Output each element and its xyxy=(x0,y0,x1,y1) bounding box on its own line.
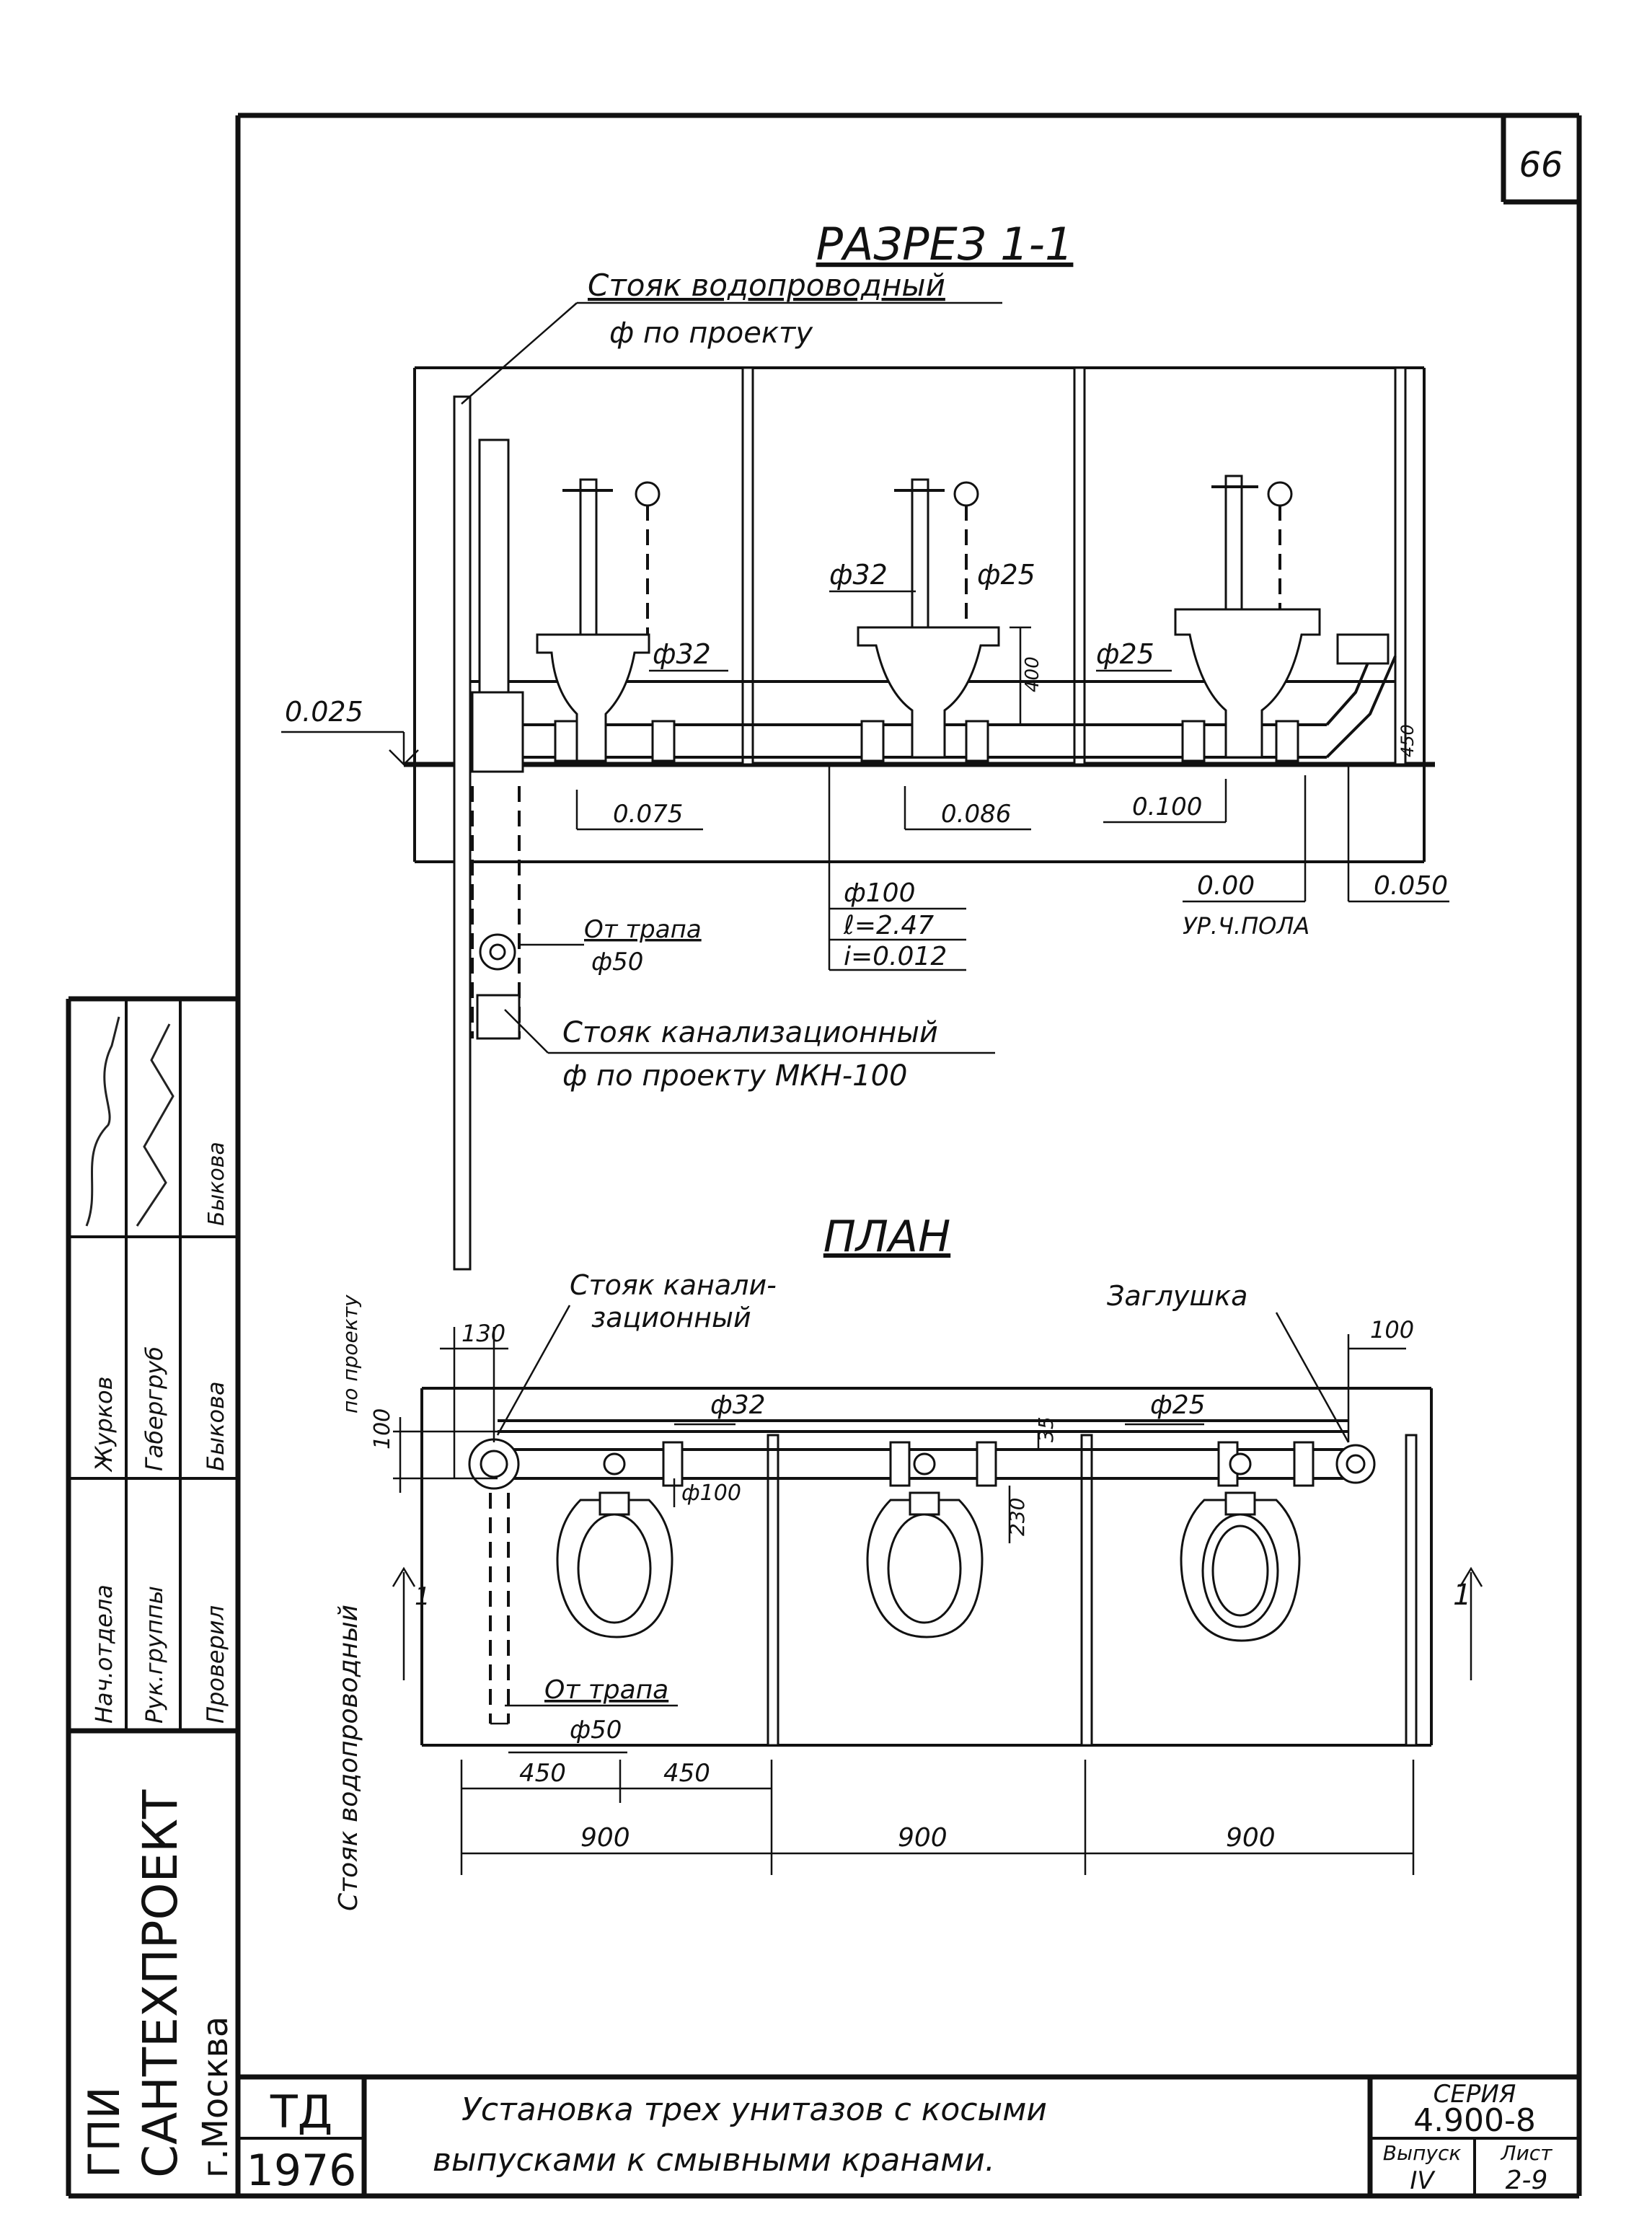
name-bykova: Быкова xyxy=(202,1381,229,1471)
dimension-450-label: 450 xyxy=(1397,724,1418,757)
pipe-d25-label: ф25 xyxy=(977,559,1035,591)
org-line1: ГПИ xyxy=(79,2086,130,2178)
toilet-section-1 xyxy=(536,478,661,762)
plan-drain-diameter: ф50 xyxy=(570,1716,622,1744)
pipe-d25-mid-label: ф25 xyxy=(1096,638,1154,670)
toilet-section-3 xyxy=(1174,475,1321,759)
section-title: РАЗРЕЗ 1-1 xyxy=(816,218,1074,270)
water-main-plan xyxy=(498,1419,1348,1487)
name-gabergrub: Габергруб xyxy=(141,1346,168,1471)
dim-900-3: 900 xyxy=(1226,1823,1276,1853)
issue-label: Выпуск xyxy=(1383,2141,1462,2165)
drain-label: От трапа xyxy=(584,915,702,944)
role-department-head: Нач.отдела xyxy=(90,1584,118,1724)
series-label: СЕРИЯ xyxy=(1434,2080,1516,2109)
floor-level: 0.00 xyxy=(1197,871,1255,901)
level-2: 0.086 xyxy=(941,800,1011,829)
pipe-d32-mid-label: ф32 xyxy=(653,638,711,670)
dim-900-1: 900 xyxy=(580,1823,630,1853)
water-riser-label: Стояк водопроводный xyxy=(588,268,945,303)
pipe-d32-label: ф32 xyxy=(829,559,888,591)
section-leaders xyxy=(281,301,1449,1054)
level-3: 0.100 xyxy=(1132,793,1202,821)
plan-leaders xyxy=(392,1305,1483,1875)
sheet-label: Лист xyxy=(1501,2141,1553,2165)
toilet-section-2 xyxy=(857,478,1000,759)
level-right: 0.050 xyxy=(1374,871,1448,901)
sewer-riser-section xyxy=(471,691,524,1040)
sheet-number: 66 xyxy=(1519,145,1563,185)
plan-pipe-d100: ф100 xyxy=(681,1481,741,1506)
dim-450-right: 450 xyxy=(663,1759,710,1788)
plan-pipe-d32: ф32 xyxy=(710,1390,766,1420)
signatures xyxy=(85,1016,175,1227)
dim-900-2: 900 xyxy=(898,1823,948,1853)
main-length: ℓ=2.47 xyxy=(843,911,934,940)
toilet-plan-3 xyxy=(1180,1452,1301,1642)
org-line3: г.Москва xyxy=(195,2016,236,2178)
year-label: 1976 xyxy=(247,2145,357,2196)
signature-bykova: Быкова xyxy=(204,1142,229,1226)
td-label: ТД xyxy=(270,2086,332,2138)
water-riser-diameter: ф по проекту xyxy=(609,317,813,350)
sewer-riser-plan xyxy=(468,1438,520,1490)
sewer-riser-diameter: ф по проекту МКН-100 xyxy=(562,1059,908,1093)
section-mark-left: 1 xyxy=(415,1582,430,1611)
dim-130: 130 xyxy=(461,1320,505,1347)
level-left: 0.025 xyxy=(285,696,363,728)
section-mark-right: 1 xyxy=(1453,1579,1471,1612)
dim-230: 230 xyxy=(1005,1498,1029,1536)
series-value: 4.900-8 xyxy=(1413,2102,1536,2139)
water-riser-section xyxy=(453,395,510,1271)
water-riser-vertical-label: Стояк водопроводный xyxy=(334,1605,363,1911)
toilet-plan-1 xyxy=(556,1452,673,1638)
role-checked-by: Проверил xyxy=(202,1605,229,1724)
main-diameter: ф100 xyxy=(844,878,916,908)
main-slope: i=0.012 xyxy=(844,942,947,971)
dim-100-top: 100 xyxy=(1370,1316,1414,1344)
dim-100-left: 100 xyxy=(370,1408,395,1450)
plug-plan xyxy=(1335,1444,1376,1484)
dimension-400 xyxy=(1010,626,1031,726)
by-project-label: по проекту xyxy=(338,1294,362,1413)
role-group-lead: Рук.группы xyxy=(141,1586,168,1724)
plan-sewer-riser-label-2: зационный xyxy=(591,1302,751,1333)
sheet-frame xyxy=(235,113,1582,2199)
plan-drain-label: От трапа xyxy=(544,1675,668,1705)
title-block-frame xyxy=(238,2074,1579,2196)
toilet-plan-2 xyxy=(866,1452,984,1638)
drain-pipe-plan xyxy=(489,1493,510,1725)
dim-35: 35 xyxy=(1034,1416,1058,1442)
drawing-description-2: выпусками к смывными кранами. xyxy=(433,2142,995,2179)
sewer-riser-label: Стояк канализационный xyxy=(562,1016,938,1049)
plug-label: Заглушка xyxy=(1107,1280,1247,1312)
floor-level-label: УР.Ч.ПОЛА xyxy=(1183,912,1309,940)
dim-450-left: 450 xyxy=(519,1759,566,1788)
drain-diameter: ф50 xyxy=(591,948,643,976)
plan-pipe-d25: ф25 xyxy=(1150,1390,1206,1420)
sheet-value: 2-9 xyxy=(1506,2166,1548,2195)
plan-walls xyxy=(420,1387,1433,1747)
approval-stamp-frame xyxy=(66,996,238,2199)
name-zhurkov: Журков xyxy=(90,1377,118,1473)
drawing-description-1: Установка трех унитазов с косыми xyxy=(461,2091,1047,2128)
plan-title: ПЛАН xyxy=(823,1212,950,1262)
org-line2: САНТЕХПРОЕКТ xyxy=(133,1789,188,2178)
plan-sewer-riser-label-1: Стояк канали- xyxy=(570,1269,777,1301)
dimension-400-label: 400 xyxy=(1022,656,1043,692)
issue-value: IV xyxy=(1410,2166,1436,2195)
level-1: 0.075 xyxy=(613,800,683,829)
